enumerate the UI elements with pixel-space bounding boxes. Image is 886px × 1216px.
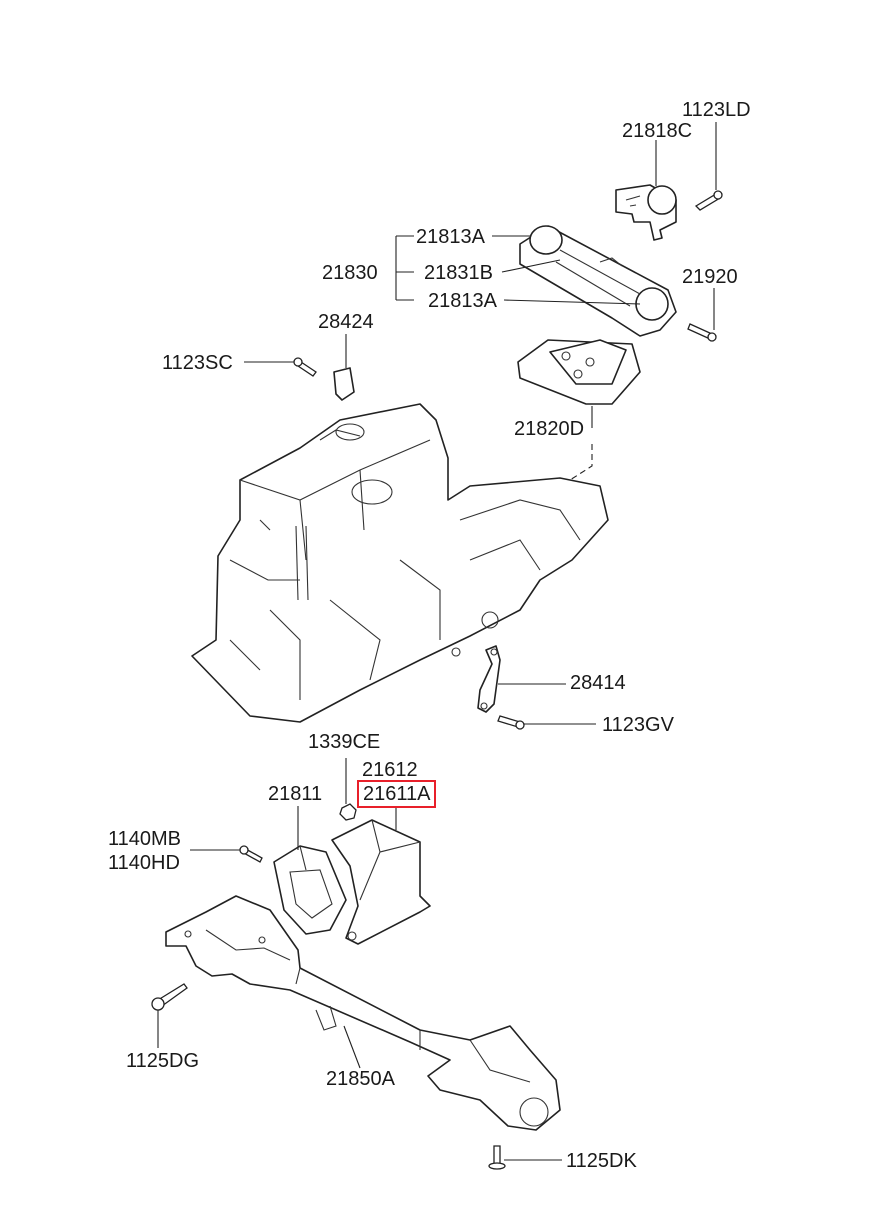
leaders-crossmember <box>492 235 641 305</box>
engine-mount-bracket <box>331 819 431 945</box>
bolt-1140MB <box>239 845 263 863</box>
callout-21820D[interactable]: 21820D <box>514 418 585 440</box>
bracket-21830 <box>395 235 414 301</box>
callout-21920[interactable]: 21920 <box>682 266 738 288</box>
nut-1339CE <box>339 803 357 821</box>
engine-mount-insulator <box>273 845 347 935</box>
callout-21830[interactable]: 21830 <box>322 262 378 284</box>
bracket-28424 <box>333 367 355 401</box>
bolt-1123GV <box>497 715 525 730</box>
callout-21612[interactable]: 21612 <box>362 759 418 781</box>
engine-support-crossmember <box>165 895 561 1131</box>
callout-21611A-highlighted[interactable]: 21611A <box>356 780 437 808</box>
transmission-mount-crossmember <box>519 225 677 337</box>
bolt-21920 <box>687 323 717 342</box>
transmission-mount-pad <box>517 339 641 405</box>
callout-21850A[interactable]: 21850A <box>326 1068 395 1090</box>
bolt-1123LD <box>694 190 723 211</box>
callout-1125DK[interactable]: 1125DK <box>566 1150 637 1172</box>
bolt-1125DG <box>151 983 188 1011</box>
callout-1125DG[interactable]: 1125DG <box>126 1050 200 1072</box>
bolt-1125DK <box>488 1145 506 1170</box>
callout-21818C[interactable]: 21818C <box>622 120 693 142</box>
callout-21811[interactable]: 21811 <box>268 783 323 805</box>
rear-mount-bushing-bracket <box>615 184 677 241</box>
bolt-1123SC <box>293 357 317 377</box>
engine-transmission-assembly <box>191 403 609 723</box>
bracket-28414 <box>477 645 501 713</box>
leader-21850A <box>343 1025 361 1069</box>
callout-1123SC[interactable]: 1123SC <box>162 352 233 374</box>
callout-21831B[interactable]: 21831B <box>424 262 493 284</box>
callout-1123LD[interactable]: 1123LD <box>682 99 751 121</box>
callout-1140HD[interactable]: 1140HD <box>108 852 180 874</box>
callout-1140MB[interactable]: 1140MB <box>108 828 182 850</box>
callout-28414[interactable]: 28414 <box>570 672 626 694</box>
callout-1123GV[interactable]: 1123GV <box>602 714 674 736</box>
callout-28424[interactable]: 28424 <box>318 311 374 333</box>
callout-1339CE[interactable]: 1339CE <box>308 731 381 753</box>
callout-21813A-top[interactable]: 21813A <box>416 226 485 248</box>
callout-21813A-bottom[interactable]: 21813A <box>428 290 497 312</box>
